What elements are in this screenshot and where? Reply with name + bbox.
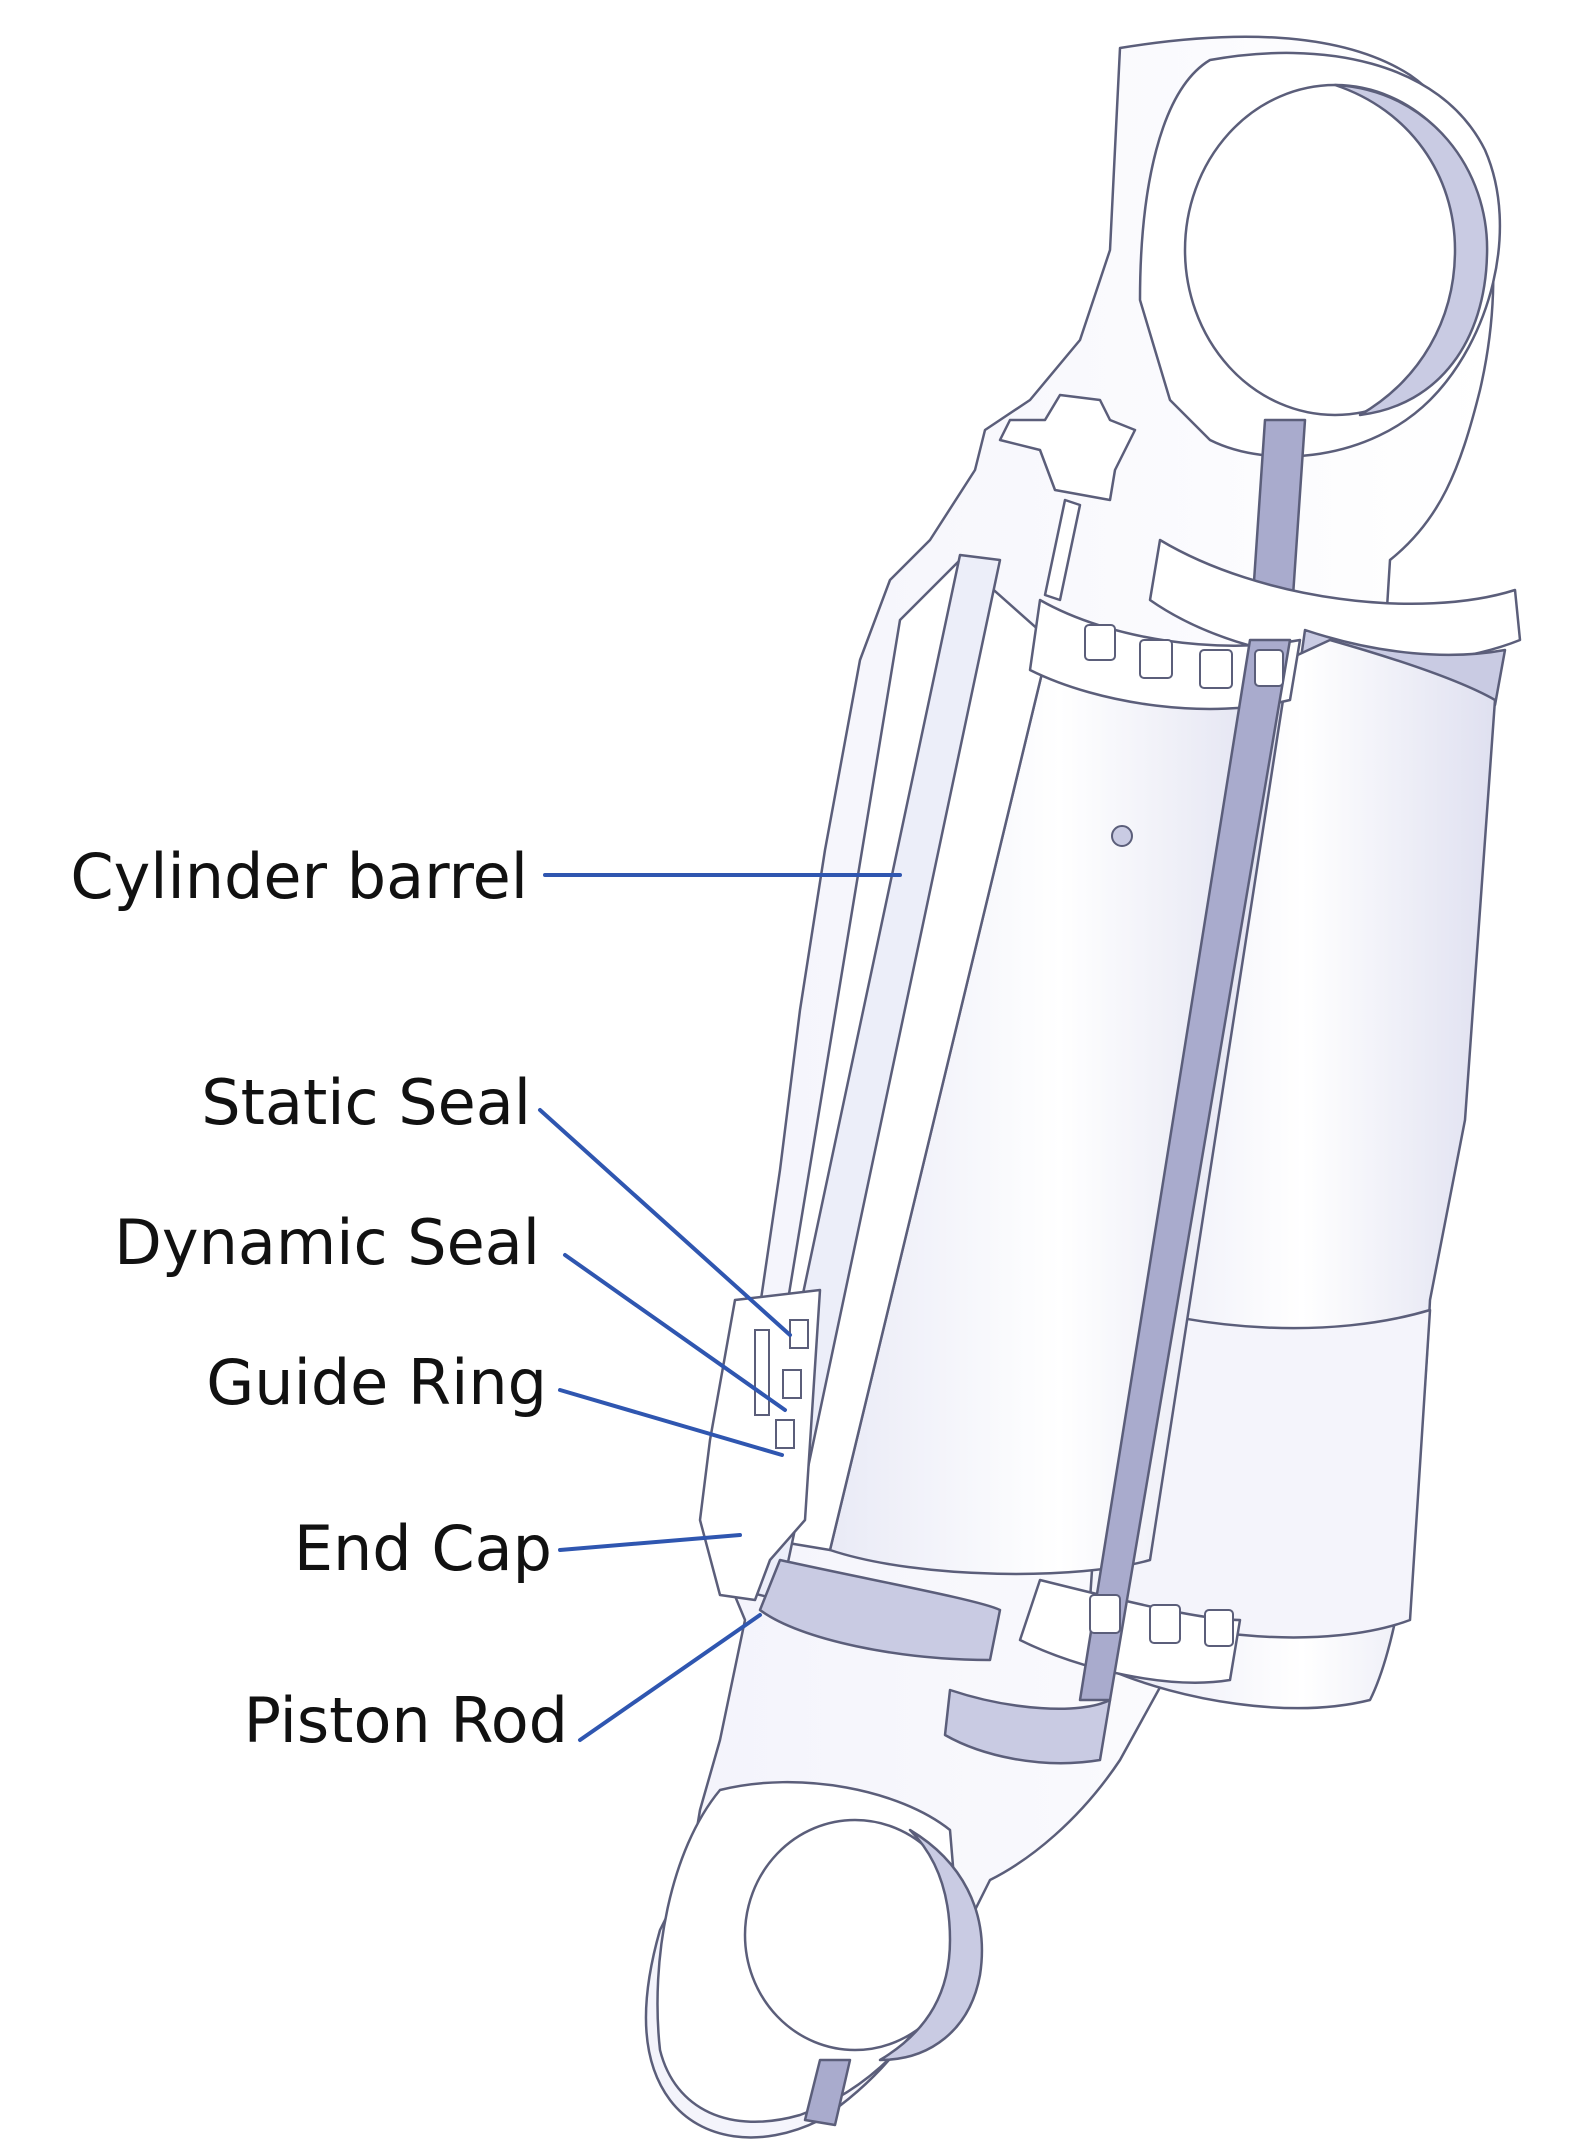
leader-end-cap [558, 1533, 742, 1552]
label-static-seal: Static Seal [201, 1066, 531, 1139]
lower-rod-collar [943, 1688, 1112, 1765]
label-piston-rod: Piston Rod [243, 1684, 568, 1757]
bottom-eye-bore-shadow [878, 1828, 984, 2062]
leader-guide-ring [558, 1388, 784, 1457]
leader-piston-rod [578, 1613, 762, 1742]
leader-static-seal [538, 1108, 792, 1337]
bolt-heads-top [1084, 624, 1284, 689]
label-cylinder-barrel: Cylinder barrel [70, 840, 528, 913]
port-fitting [998, 393, 1137, 502]
port-channel [1043, 498, 1082, 602]
end-cap-block [698, 1288, 822, 1602]
seal-grooves [754, 1319, 809, 1449]
lower-collar [758, 1558, 1002, 1662]
label-dynamic-seal: Dynamic Seal [114, 1206, 540, 1279]
label-guide-ring: Guide Ring [206, 1346, 547, 1419]
top-eye-bore-inner-shadow [1333, 83, 1489, 417]
bottom-eye-section [803, 2058, 852, 2127]
leader-lines [538, 873, 902, 1742]
housing-section-shadow [1078, 638, 1292, 1702]
bolt-heads-bottom [1089, 1594, 1234, 1647]
label-end-cap: End Cap [293, 1512, 552, 1585]
rod-pin-hole [1111, 825, 1133, 847]
leader-dynamic-seal [563, 1253, 787, 1412]
